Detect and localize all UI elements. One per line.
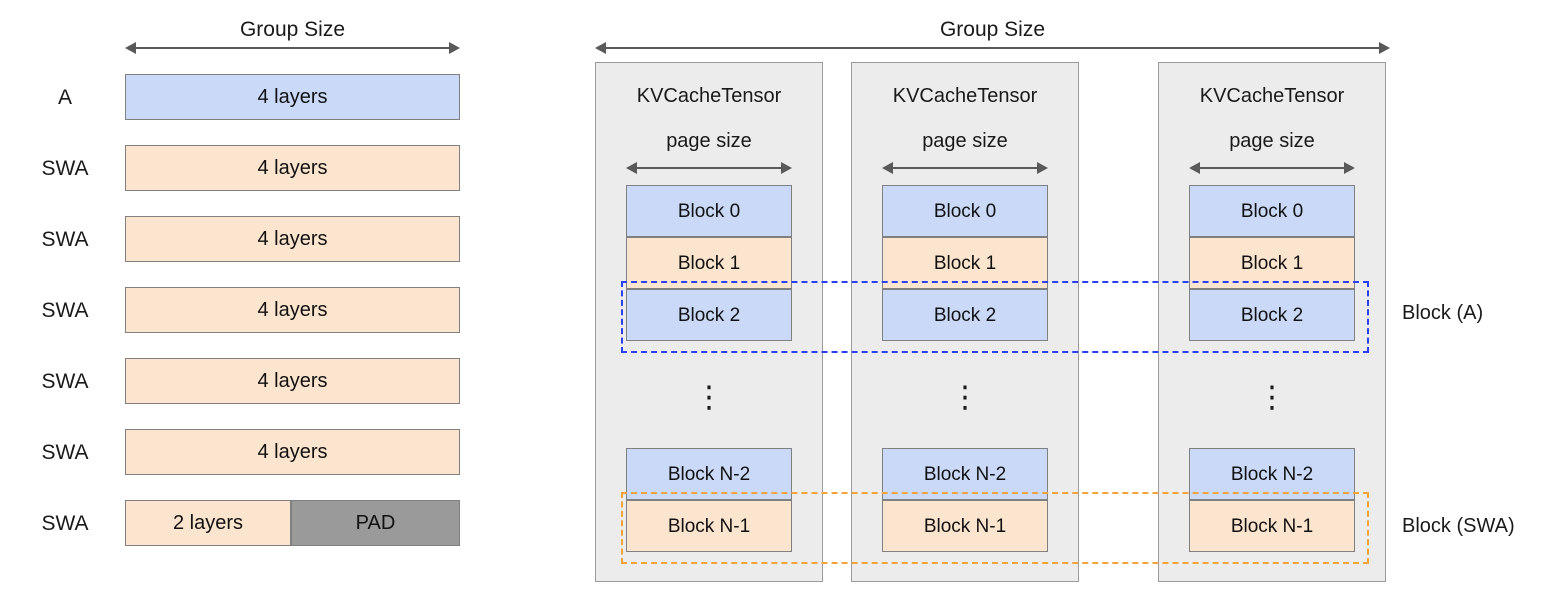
block-swa-selection-label: Block (SWA) (1402, 515, 1515, 537)
cache-block[interactable]: Block 2 (626, 289, 792, 341)
page-size-arrow (626, 160, 792, 176)
cache-block[interactable]: Block 2 (1189, 289, 1355, 341)
layer-row-label: SWA (41, 227, 89, 251)
arrow-shaft (891, 167, 1039, 169)
arrow-head-left (1189, 162, 1200, 174)
page-size-label: page size (922, 130, 1008, 152)
page-size-label: page size (666, 130, 752, 152)
arrow-head-right (1037, 162, 1048, 174)
layer-row-label: A (57, 85, 72, 109)
arrow-head-left (125, 42, 136, 54)
pad-block[interactable]: PAD (291, 500, 460, 546)
layer-group-bar[interactable]: 4 layers (125, 216, 460, 262)
arrow-head-left (882, 162, 893, 174)
kvcache-tensor-title: KVCacheTensor (636, 85, 782, 107)
left-group-size-caption: Group Size (239, 17, 346, 41)
cache-block[interactable]: Block 0 (1189, 185, 1355, 237)
layer-group-bar[interactable]: 4 layers (125, 358, 460, 404)
vertical-ellipsis: ⋮ (1257, 381, 1287, 414)
cache-block[interactable]: Block N-2 (1189, 448, 1355, 500)
cache-block[interactable]: Block N-1 (1189, 500, 1355, 552)
arrow-shaft (604, 47, 1381, 49)
arrow-head-right (449, 42, 460, 54)
layer-row-label: SWA (41, 511, 89, 535)
layer-row-label: SWA (41, 156, 89, 180)
layer-group-bar[interactable]: 2 layers (125, 500, 291, 546)
vertical-ellipsis: ⋮ (694, 381, 724, 414)
arrow-shaft (134, 47, 451, 49)
cache-block[interactable]: Block 1 (882, 237, 1048, 289)
cache-block[interactable]: Block 2 (882, 289, 1048, 341)
arrow-shaft (635, 167, 783, 169)
page-size-arrow (882, 160, 1048, 176)
arrow-head-right (781, 162, 792, 174)
cache-block[interactable]: Block 1 (1189, 237, 1355, 289)
kvcache-tensor-title: KVCacheTensor (892, 85, 1038, 107)
cache-block[interactable]: Block 1 (626, 237, 792, 289)
right-group-size-arrow (595, 40, 1390, 56)
block-a-selection-label: Block (A) (1402, 302, 1484, 324)
arrow-head-right (1344, 162, 1355, 174)
right-group-size-caption: Group Size (939, 17, 1046, 41)
block-swa-selection[interactable] (621, 492, 1369, 564)
page-size-arrow (1189, 160, 1355, 176)
arrow-shaft (1198, 167, 1346, 169)
layer-group-bar[interactable]: 4 layers (125, 429, 460, 475)
cache-block[interactable]: Block 0 (882, 185, 1048, 237)
cache-block[interactable]: Block 0 (626, 185, 792, 237)
layer-group-bar[interactable]: 4 layers (125, 145, 460, 191)
layer-group-bar[interactable]: 4 layers (125, 287, 460, 333)
cache-block[interactable]: Block N-2 (626, 448, 792, 500)
vertical-ellipsis: ⋮ (950, 381, 980, 414)
cache-block[interactable]: Block N-2 (882, 448, 1048, 500)
layer-row-label: SWA (41, 298, 89, 322)
cache-block[interactable]: Block N-1 (882, 500, 1048, 552)
arrow-head-left (626, 162, 637, 174)
arrow-head-left (595, 42, 606, 54)
layer-group-bar[interactable]: 4 layers (125, 74, 460, 120)
layer-row-label: SWA (41, 369, 89, 393)
cache-block[interactable]: Block N-1 (626, 500, 792, 552)
layer-row-label: SWA (41, 440, 89, 464)
kvcache-tensor-title: KVCacheTensor (1199, 85, 1345, 107)
left-group-size-arrow (125, 40, 460, 56)
arrow-head-right (1379, 42, 1390, 54)
block-a-selection[interactable] (621, 281, 1369, 353)
page-size-label: page size (1229, 130, 1315, 152)
